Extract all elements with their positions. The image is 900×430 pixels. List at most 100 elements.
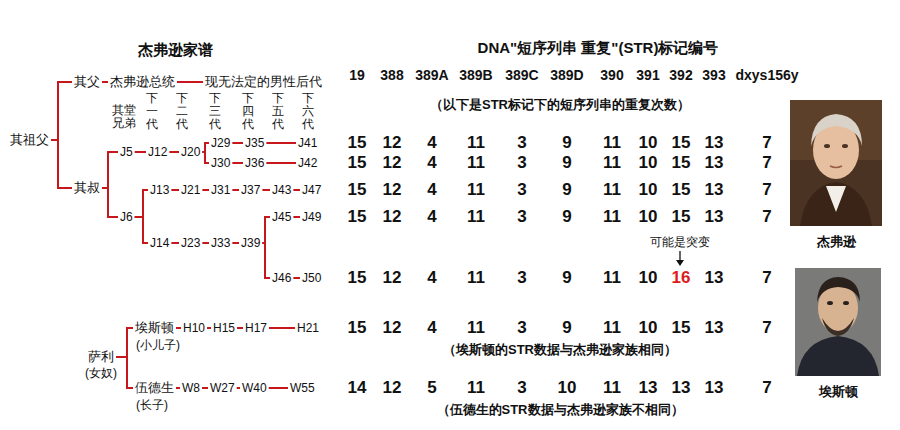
tree-connector (116, 328, 133, 357)
tree-connector (262, 243, 270, 278)
tree-connector (269, 387, 288, 389)
tree-connector (51, 140, 72, 188)
portrait-coat (800, 182, 872, 226)
person-name: J20 (181, 145, 200, 159)
table-cell: 9 (562, 268, 571, 288)
table-cell: 11 (467, 318, 485, 338)
column-header: 19 (349, 67, 365, 83)
name-text: J42 (298, 156, 317, 170)
person-name: J12 (148, 145, 167, 159)
column-header: 393 (702, 67, 725, 83)
table-cell: 11 (467, 180, 485, 200)
table-cell: 3 (517, 207, 526, 227)
name-text: J21 (181, 183, 200, 197)
table-cell: 10 (639, 133, 658, 153)
table-cell: 13 (705, 153, 724, 173)
tree-connector (176, 327, 181, 329)
person-name: J6 (120, 210, 133, 224)
tree-connector (266, 142, 296, 144)
person-name: J23 (181, 236, 200, 250)
table-cell: 4 (427, 180, 436, 200)
generation-header: 下三代 (209, 92, 221, 132)
name-text: H15 (213, 321, 235, 335)
table-cell: 7 (762, 268, 771, 288)
person-name: J46 (272, 271, 291, 285)
portrait-mouth (830, 166, 842, 168)
person-name: J42 (298, 156, 317, 170)
table-cell: 9 (562, 180, 571, 200)
table-cell: 13 (705, 180, 724, 200)
table-cell: 15 (672, 180, 691, 200)
name-text: J29 (211, 136, 230, 150)
name-text: J41 (298, 136, 317, 150)
column-header: 389A (415, 67, 448, 83)
table-cell: 7 (762, 318, 771, 338)
name-text: W8 (182, 381, 200, 395)
table-cell: 10 (639, 318, 658, 338)
name-text: 其叔 (74, 180, 100, 196)
tree-connector (232, 162, 243, 164)
name-text: J50 (302, 271, 321, 285)
annotation: (长子) (136, 397, 168, 414)
person-name: H10 (183, 321, 205, 335)
generation-header: 下一代 (146, 92, 158, 132)
table-cell: 10 (639, 153, 658, 173)
portrait-name: 埃斯顿 (819, 383, 858, 401)
table-cell: 12 (383, 268, 402, 288)
table-cell: 7 (762, 153, 771, 173)
name-text: J39 (241, 236, 260, 250)
name-text: 杰弗逊总统 (110, 74, 175, 90)
table-cell: 5 (427, 378, 436, 398)
name-text: J37 (241, 183, 260, 197)
tree-connector (177, 81, 203, 83)
table-cell: 7 (762, 133, 771, 153)
person-name: J47 (302, 183, 321, 197)
table-cell: 13 (705, 378, 724, 398)
tree-connector (202, 242, 209, 244)
annotation: (小儿子) (136, 337, 180, 354)
person-name: 埃斯顿 (135, 320, 174, 336)
name-text: H21 (297, 321, 319, 335)
tree-connector (232, 242, 239, 244)
note-text: 可能是突变 (650, 234, 710, 251)
portrait-cravat (826, 186, 846, 212)
table-cell: 4 (427, 268, 436, 288)
name-text: 其祖父 (10, 132, 49, 148)
table-cell: 15 (672, 133, 691, 153)
person-name: 其父 (74, 74, 100, 90)
table-cell: 3 (517, 180, 526, 200)
table-cell: 11 (603, 133, 621, 153)
tree-connector (135, 190, 148, 217)
tree-connector (202, 189, 209, 191)
tree-connector (135, 151, 146, 153)
column-header: 390 (600, 67, 623, 83)
name-text: H10 (183, 321, 205, 335)
table-cell: 9 (562, 318, 571, 338)
diagram-title: 杰弗逊家谱 (138, 41, 213, 60)
name-text: J31 (211, 183, 230, 197)
name-text: J23 (181, 236, 200, 250)
column-header: 389C (505, 67, 538, 83)
column-header: 389D (550, 67, 583, 83)
table-cell: 3 (517, 318, 526, 338)
table-cell: 11 (603, 153, 621, 173)
tree-connector (171, 242, 179, 244)
table-cell: 11 (467, 268, 485, 288)
table-cell: 4 (427, 318, 436, 338)
table-cell: 12 (383, 153, 402, 173)
table-cell: 11 (603, 268, 621, 288)
tree-connector (293, 216, 300, 218)
tree-connector (237, 327, 243, 329)
person-name: J13 (150, 183, 169, 197)
name-text: W40 (242, 381, 267, 395)
annotation: (女奴) (85, 365, 117, 382)
generation-header: 下五代 (272, 92, 284, 132)
name-text: J20 (181, 145, 200, 159)
table-cell: 13 (705, 268, 724, 288)
tree-connector (293, 277, 300, 279)
table-cell: 3 (517, 378, 526, 398)
person-name: W55 (290, 381, 315, 395)
person-name: J45 (272, 210, 291, 224)
person-name: J36 (245, 156, 264, 170)
